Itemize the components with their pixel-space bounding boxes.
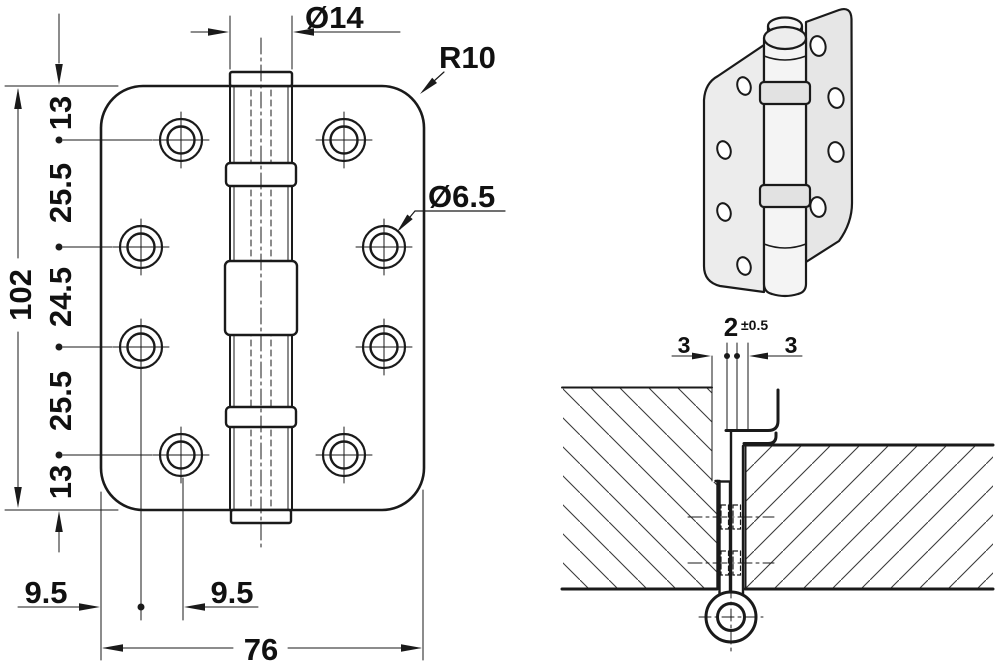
frame-section-hatch (563, 387, 718, 590)
section-hidden-screws (687, 504, 775, 576)
section-view: 3 2 ±0.5 3 (560, 312, 995, 653)
screw-hole (112, 318, 170, 376)
dim-door-leaf-label: 3 (785, 332, 798, 358)
dim-row-offset-label: 25.5 (43, 371, 78, 431)
section-knuckle-eye (698, 585, 764, 653)
dim-corner-radius-label: R10 (439, 40, 496, 75)
dim-overall-height-label: 102 (3, 269, 38, 321)
door-rebate-edge (724, 388, 780, 432)
section-block-edges (560, 342, 995, 591)
dim-frame-leaf-label: 3 (678, 332, 691, 358)
screw-hole (355, 218, 413, 276)
dim-row-offset-bottom-label: 13 (43, 465, 78, 499)
isometric-view (702, 7, 854, 298)
extension-lines (4, 15, 424, 661)
door-section-hatch (746, 446, 993, 589)
dim-hole-diameter-label: Ø6.5 (428, 179, 495, 214)
screw-hole (315, 426, 373, 484)
dim-knuckle-diameter-label: Ø14 (305, 0, 364, 35)
dim-gap-tolerance-label: ±0.5 (741, 317, 768, 333)
screw-hole (152, 426, 210, 484)
iso-left-leaf (702, 43, 766, 294)
dim-hole-column-offset-label: 9.5 (210, 575, 253, 610)
section-dimensions (671, 352, 803, 360)
dim-overall-width-label: 76 (244, 632, 278, 667)
screw-hole (112, 218, 170, 276)
screw-hole (315, 111, 373, 169)
screw-holes (112, 111, 413, 484)
iso-bearing-ring (758, 80, 812, 106)
screw-hole (152, 111, 210, 169)
iso-knuckle-cylinder (762, 36, 808, 298)
dim-row-offset-label: 25.5 (43, 163, 78, 223)
dim-gap-label: 2 (724, 312, 738, 342)
flange-bottom-edge (742, 431, 778, 445)
screw-hole (355, 318, 413, 376)
dimension-lines (14, 13, 506, 652)
front-view: 102 13 25.5 24.5 25.5 13 Ø14 R10 Ø6.5 9.… (3, 0, 506, 667)
section-hinge-leaves (714, 388, 780, 599)
iso-bearing-ring (758, 183, 812, 209)
dim-row-offset-label: 24.5 (43, 267, 78, 327)
pin-hidden-lines (250, 89, 272, 509)
iso-holes (716, 35, 845, 276)
dim-row-offset-top-label: 13 (43, 96, 78, 130)
iso-knuckle-top-cap (762, 25, 808, 51)
dim-edge-offset-label: 9.5 (24, 575, 67, 610)
